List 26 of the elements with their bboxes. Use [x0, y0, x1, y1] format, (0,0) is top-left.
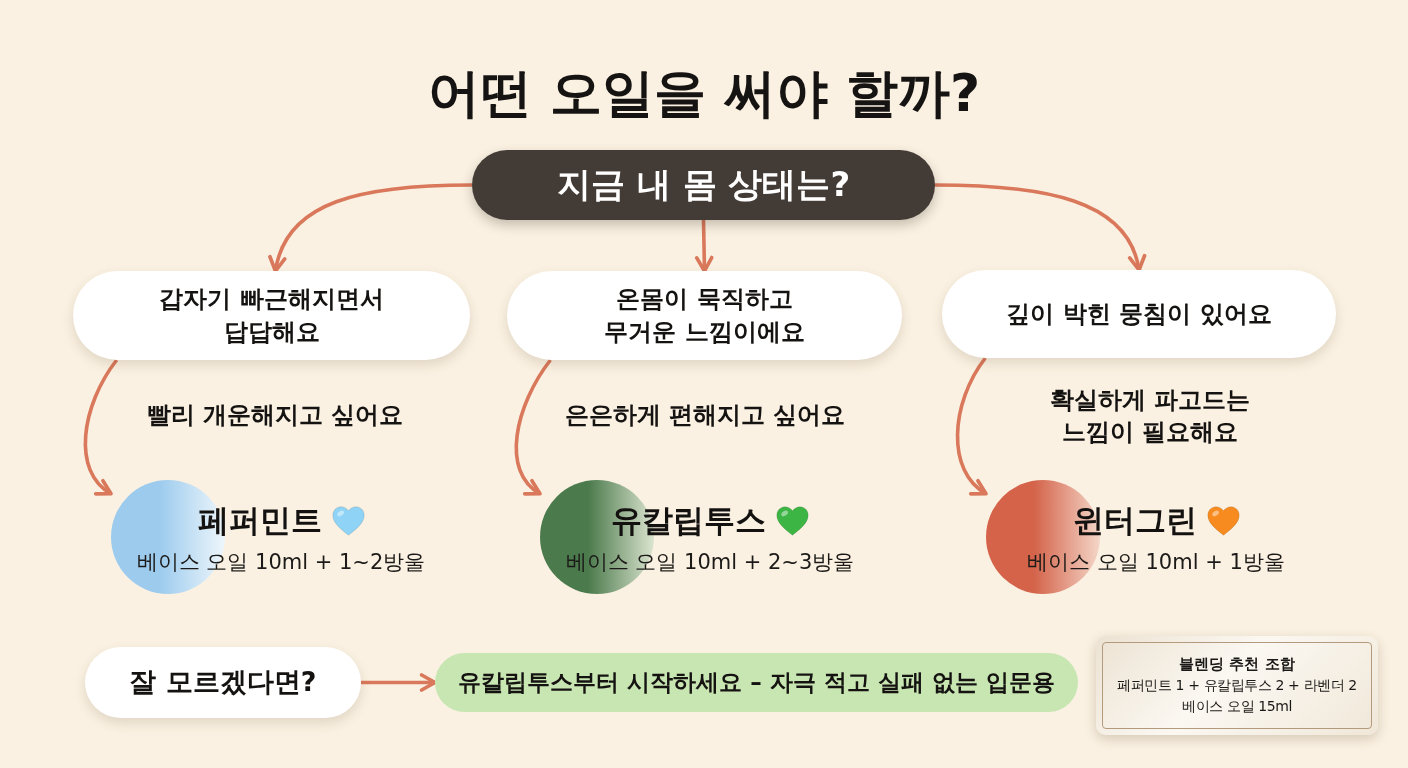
choice-pill [85, 647, 361, 718]
dosage-text: 베이스 오일 10ml + 1방울 [1027, 549, 1285, 577]
card-text: 베이스 오일 15ml [1182, 697, 1292, 717]
node-text: 지금 내 몸 상태는? [556, 163, 851, 207]
node-text: 유칼립투스부터 시작하세요 – 자극 적고 실패 없는 입문용 [458, 667, 1055, 697]
start-pill [472, 150, 935, 220]
choice-pill [942, 270, 1336, 358]
arrow [694, 219, 714, 273]
arrow [514, 358, 552, 496]
tip-card [1096, 636, 1378, 735]
arrow [269, 183, 473, 273]
node-text: 잘 모르겠다면? [129, 665, 317, 700]
arrow [955, 356, 988, 496]
card-text: 페퍼민트 1 + 유칼립투스 2 + 라벤더 2 [1117, 676, 1357, 696]
page-title: 어떤 오일을 써야 할까? [427, 62, 981, 125]
node-text: 갑자기 빠근해지면서 답답해요 [158, 284, 385, 348]
dosage-text: 베이스 오일 10ml + 1~2방울 [136, 549, 426, 577]
oil-name: 유칼립투스 [611, 502, 766, 540]
arrow [934, 183, 1145, 272]
card-heading: 블렌딩 추천 조합 [1179, 654, 1295, 674]
oil-name: 페퍼민트 [197, 502, 322, 540]
oil-name: 윈터그린 [1072, 502, 1197, 540]
node-text: 깊이 박힌 뭉침이 있어요 [1006, 298, 1272, 330]
arrow [361, 673, 437, 692]
arrow [83, 358, 119, 496]
node-text: 온몸이 묵직하고 무거운 느낌이에요 [603, 284, 806, 348]
